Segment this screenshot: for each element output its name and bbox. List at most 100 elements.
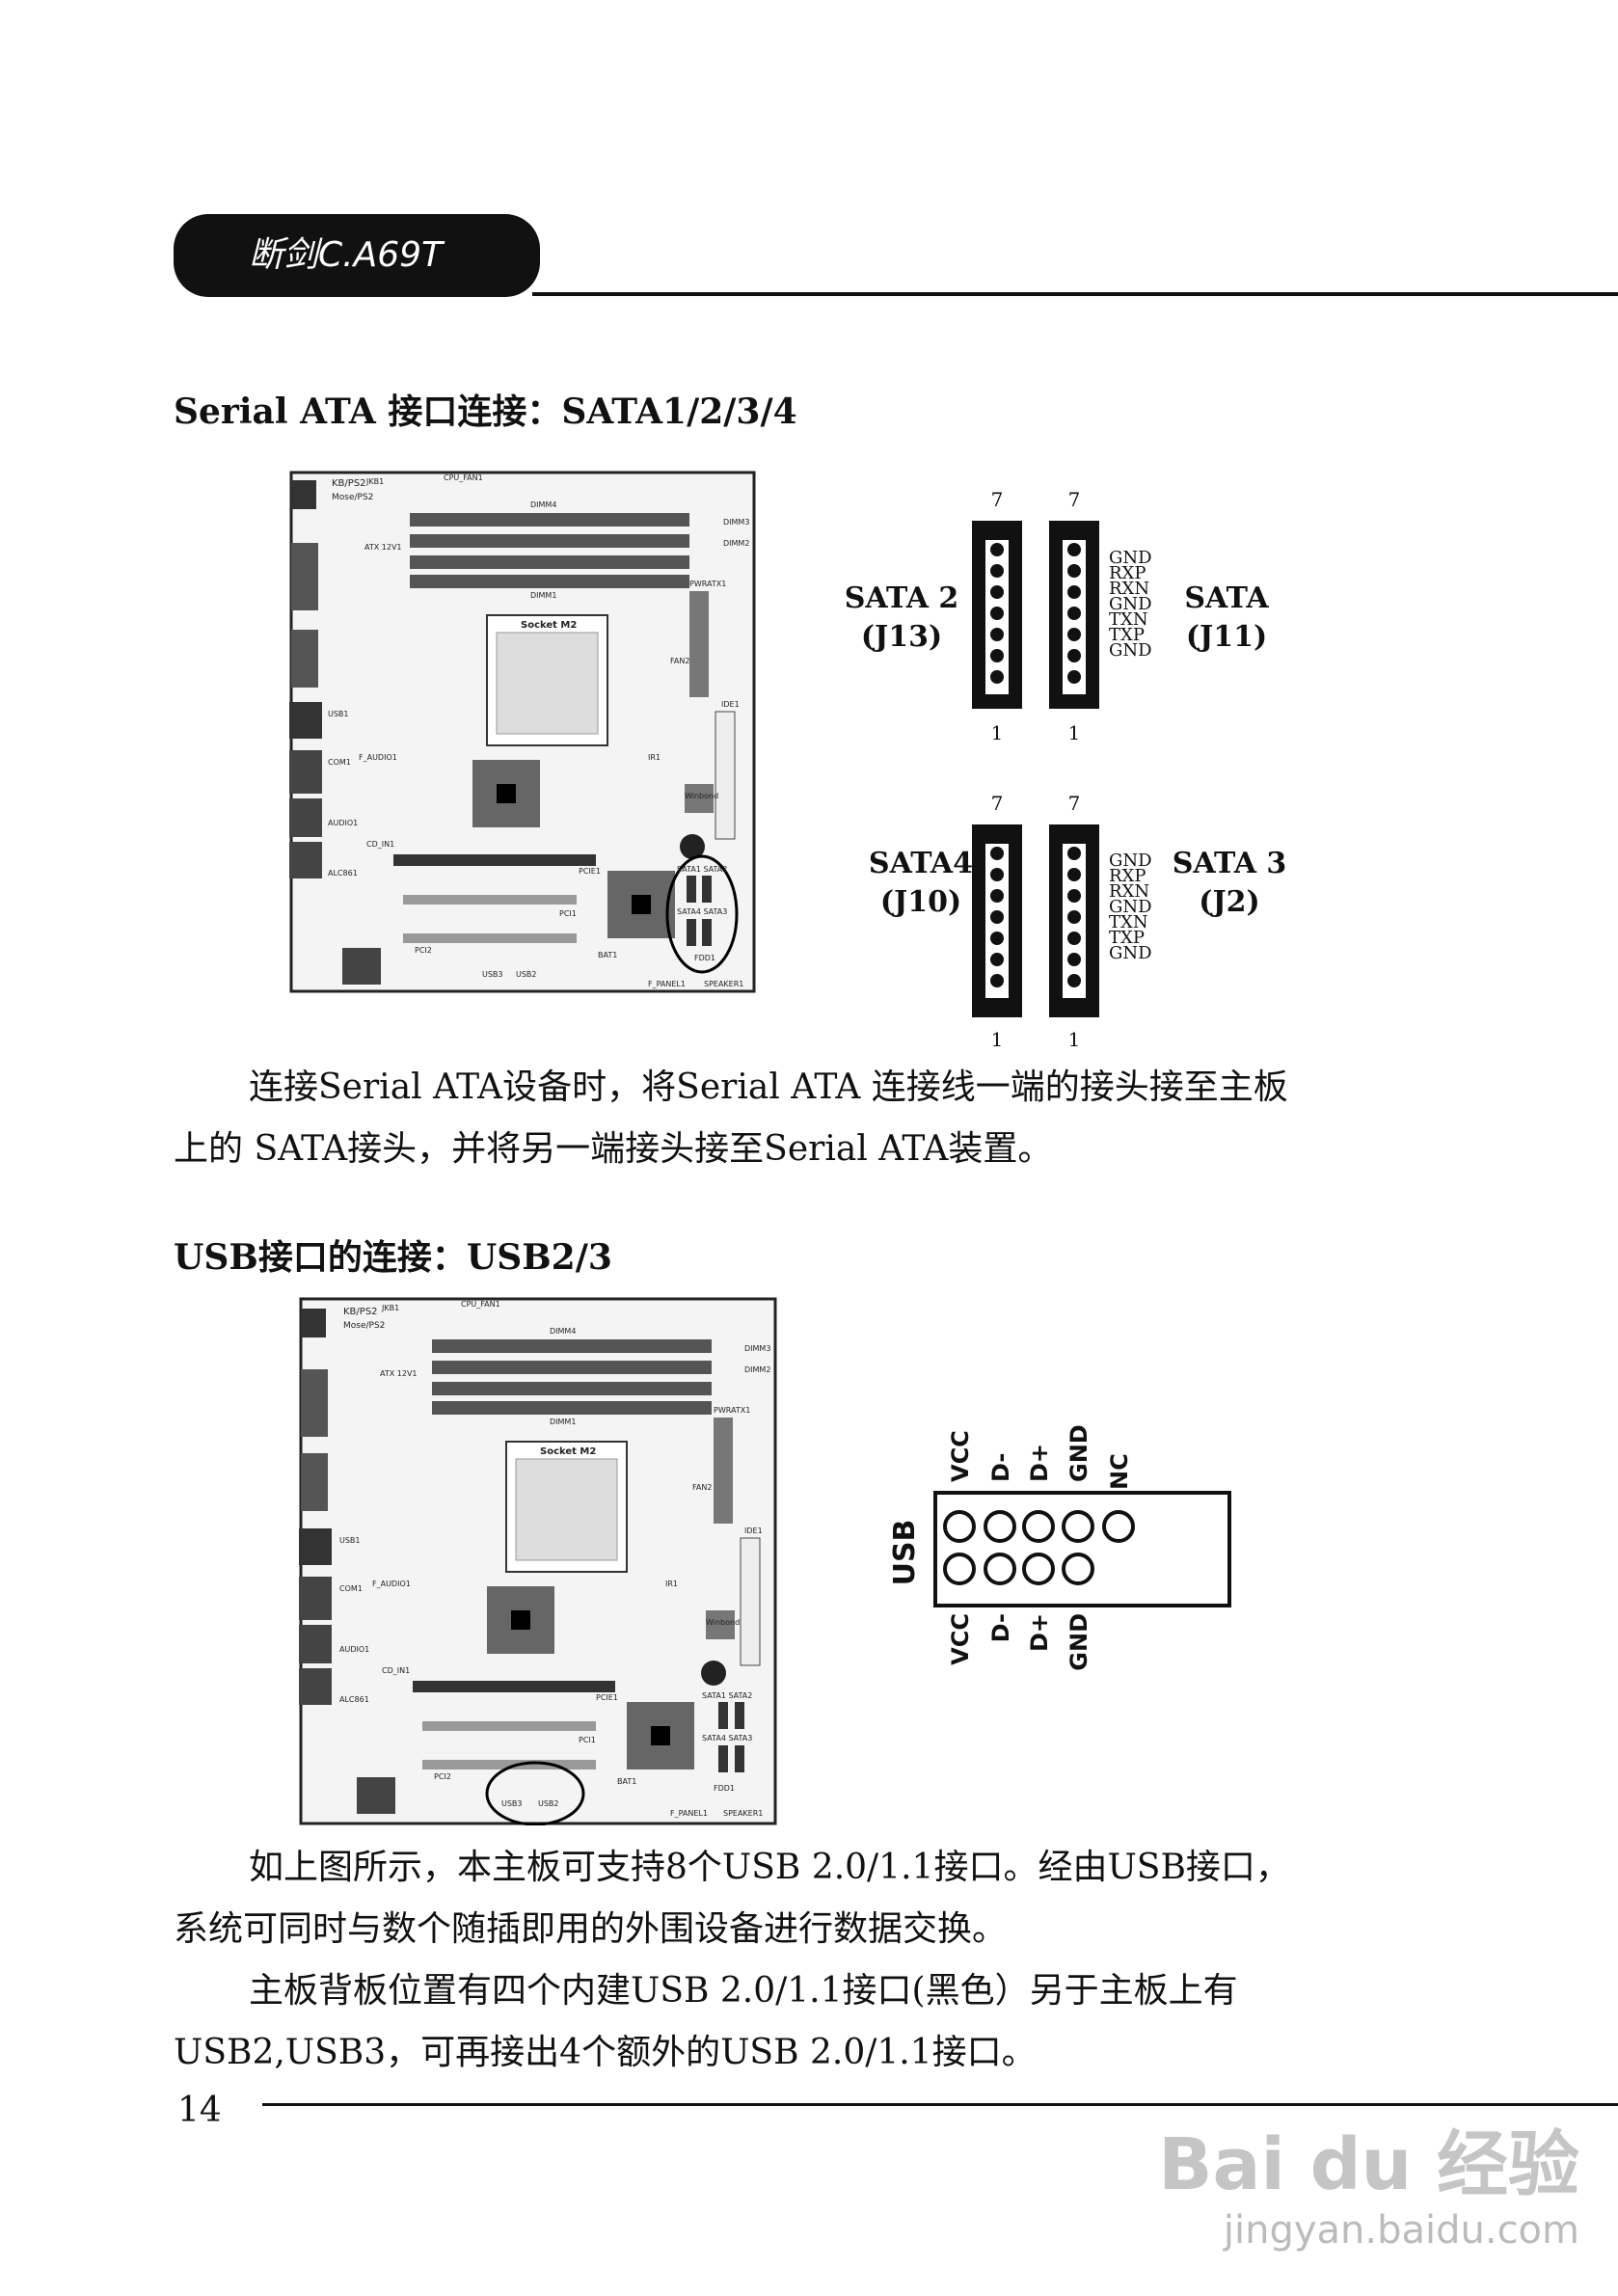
svg-text:AUDIO1: AUDIO1 (339, 1645, 369, 1654)
sata-connector-shapes (972, 521, 1099, 1017)
sata-pin-label: TXN (1109, 609, 1148, 630)
sata-pin-dot (990, 564, 1004, 578)
svg-text:SATA1 SATA2: SATA1 SATA2 (677, 865, 727, 874)
usb-bottom-pin-label: D+ (1026, 1613, 1053, 1652)
watermark-url: jingyan.baidu.com (1223, 2208, 1579, 2253)
svg-text:PWRATX1: PWRATX1 (714, 1406, 750, 1415)
sata-pin-dot (1067, 670, 1081, 684)
svg-text:KB/PS2: KB/PS2 (343, 1307, 378, 1317)
svg-text:USB2: USB2 (516, 970, 537, 979)
svg-text:IDE1: IDE1 (744, 1526, 763, 1535)
sata-pin-dot (990, 670, 1004, 684)
svg-text:Winbond: Winbond (706, 1618, 740, 1627)
sata-pin-dot (1067, 543, 1081, 556)
svg-text:F_AUDIO1: F_AUDIO1 (372, 1580, 411, 1588)
svg-text:FAN2: FAN2 (670, 657, 689, 665)
sata-pin-dot (1067, 974, 1081, 987)
usb-pin-circle (1022, 1510, 1055, 1543)
sata-pin-label: RXN (1109, 579, 1149, 599)
svg-text:PCI1: PCI1 (559, 909, 577, 918)
svg-text:IR1: IR1 (648, 753, 661, 762)
sata-port-labels: SATA 2 (J13) SATA (J11) SATA4 (J10) SATA… (845, 581, 1287, 919)
motherboard-diagram-usb: KB/PS2 Mose/PS2 JKB1 CPU_FAN1 DIMM4 DIMM… (299, 1297, 777, 1825)
svg-text:COM1: COM1 (339, 1584, 363, 1593)
usb-pin-circles (943, 1510, 1135, 1585)
svg-text:7: 7 (1068, 792, 1081, 815)
svg-text:COM1: COM1 (328, 758, 351, 767)
svg-text:CD_IN1: CD_IN1 (382, 1666, 410, 1675)
usb-pin-circle (1062, 1553, 1094, 1585)
sata-pin-dot (1067, 889, 1081, 903)
usb-pin-circle (943, 1510, 976, 1543)
svg-text:1: 1 (1068, 1028, 1081, 1051)
svg-text:(J11): (J11) (1186, 620, 1267, 654)
svg-text:FDD1: FDD1 (694, 954, 715, 962)
svg-text:PCIE1: PCIE1 (579, 867, 601, 876)
svg-text:PCI2: PCI2 (415, 946, 432, 955)
svg-text:Winbond: Winbond (685, 792, 718, 800)
svg-text:DIMM4: DIMM4 (530, 500, 556, 509)
sata-pin-label: TXP (1109, 928, 1145, 948)
sata-pin-dot (990, 847, 1004, 860)
usb-pin-circle (984, 1510, 1016, 1543)
svg-text:Socket M2: Socket M2 (521, 620, 577, 631)
svg-text:7: 7 (1068, 488, 1081, 511)
sata-pin-dot (1067, 628, 1081, 641)
svg-text:F_AUDIO1: F_AUDIO1 (359, 753, 397, 762)
sata-paragraph-line-1: 连接Serial ATA设备时，将Serial ATA 连接线一端的接头接至主板 (249, 1067, 1288, 1107)
sata-pin-label: GND (1109, 594, 1152, 614)
motherboard-usb-labels: KB/PS2 Mose/PS2 JKB1 CPU_FAN1 DIMM4 DIMM… (339, 1300, 770, 1818)
usb-bottom-pin-label: D- (987, 1613, 1014, 1642)
svg-text:BAT1: BAT1 (617, 1777, 636, 1786)
svg-text:USB2: USB2 (538, 1799, 559, 1808)
motherboard-usb-board (299, 1297, 777, 1825)
sata-pin-label: RXP (1109, 866, 1146, 886)
svg-text:IR1: IR1 (665, 1580, 678, 1588)
svg-text:SATA4 SATA3: SATA4 SATA3 (677, 907, 727, 916)
svg-text:ATX 12V1: ATX 12V1 (364, 543, 402, 552)
svg-text:USB1: USB1 (339, 1536, 361, 1545)
page-number: 14 (177, 2091, 222, 2130)
svg-text:PCI1: PCI1 (579, 1736, 596, 1744)
footer-rule (262, 2103, 1618, 2106)
usb-pin-circle (984, 1553, 1016, 1585)
sata-pin-dot (990, 910, 1004, 924)
sata-pin-dot (1067, 847, 1081, 860)
svg-text:JKB1: JKB1 (381, 1304, 399, 1312)
svg-text:DIMM4: DIMM4 (550, 1327, 576, 1336)
motherboard-sata-board (289, 471, 756, 993)
usb-top-pin-label: GND (1065, 1424, 1092, 1482)
usb-pin-circle (1102, 1510, 1135, 1543)
sata-pin-dot (990, 889, 1004, 903)
svg-text:JKB1: JKB1 (365, 477, 384, 486)
svg-text:SPEAKER1: SPEAKER1 (723, 1809, 763, 1818)
sata-pin-dot (990, 953, 1004, 966)
svg-text:(J13): (J13) (861, 620, 942, 654)
sata-pin-dot (990, 543, 1004, 556)
sata-pin-dot (1067, 585, 1081, 599)
svg-text:Mose/PS2: Mose/PS2 (332, 493, 373, 502)
usb-paragraph-line-2: 系统可同时与数个随插即用的外围设备进行数据交换。 (174, 1909, 1008, 1949)
svg-text:Socket M2: Socket M2 (540, 1446, 596, 1457)
svg-text:SATA4: SATA4 (869, 847, 973, 880)
svg-text:(J10): (J10) (880, 885, 961, 919)
sata-pin-dot (990, 628, 1004, 641)
svg-text:SATA: SATA (1184, 581, 1269, 615)
svg-text:FAN2: FAN2 (692, 1483, 712, 1492)
sata-pin-dot (990, 974, 1004, 987)
svg-text:FDD1: FDD1 (714, 1784, 735, 1793)
svg-text:DIMM2: DIMM2 (723, 539, 749, 548)
usb-top-pin-label: VCC (947, 1430, 974, 1482)
sata-pin-dot (1067, 564, 1081, 578)
sata-pin-numbers: 7 7 1 1 7 7 1 1 (991, 488, 1081, 1051)
usb-top-pin-label: NC (1106, 1453, 1133, 1490)
svg-text:SATA4 SATA3: SATA4 SATA3 (702, 1734, 752, 1742)
sata-paragraph: 连接Serial ATA设备时，将Serial ATA 连接线一端的接头接至主板… (174, 1057, 1427, 1180)
usb-top-pin-label: D- (987, 1453, 1014, 1482)
svg-text:DIMM1: DIMM1 (550, 1418, 576, 1426)
sata-pin-label: GND (1109, 851, 1152, 871)
usb-paragraph-line-3: 主板背板位置有四个内建USB 2.0/1.1接口(黑色）另于主板上有 (249, 1971, 1238, 2011)
